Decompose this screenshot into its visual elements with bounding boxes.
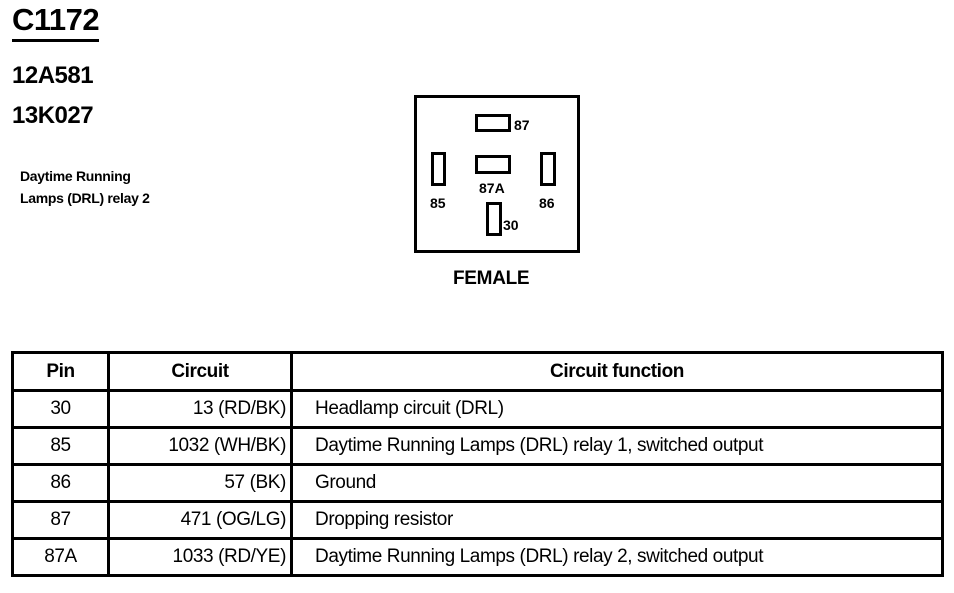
pin-cell: 85 xyxy=(11,426,110,466)
circuit-function-cell: Daytime Running Lamps (DRL) relay 1, swi… xyxy=(290,426,944,466)
part-number: 12A581 xyxy=(12,62,94,89)
pin-cell: 30 xyxy=(11,389,110,429)
terminal-label-30: 30 xyxy=(503,217,519,233)
circuit-cell: 13 (RD/BK) xyxy=(107,389,293,429)
terminal-85-slot xyxy=(431,152,446,186)
column-header-circuit-function: Circuit function xyxy=(290,351,944,392)
column-header-pin: Pin xyxy=(11,351,110,392)
circuit-function-cell: Daytime Running Lamps (DRL) relay 2, swi… xyxy=(290,537,944,577)
terminal-label-86: 86 xyxy=(539,195,555,211)
pin-cell: 86 xyxy=(11,463,110,503)
pin-cell: 87 xyxy=(11,500,110,540)
circuit-cell: 471 (OG/LG) xyxy=(107,500,293,540)
table-row: 85 1032 (WH/BK) Daytime Running Lamps (D… xyxy=(11,426,944,466)
table-row: 87A 1033 (RD/YE) Daytime Running Lamps (… xyxy=(11,537,944,577)
connector-gender-label: FEMALE xyxy=(453,268,530,289)
part-number: 13K027 xyxy=(12,102,94,129)
connector-description: Daytime Running xyxy=(20,168,131,184)
table-row: 30 13 (RD/BK) Headlamp circuit (DRL) xyxy=(11,389,944,429)
connector-description: Lamps (DRL) relay 2 xyxy=(20,190,150,206)
circuit-cell: 1032 (WH/BK) xyxy=(107,426,293,466)
table-row: 86 57 (BK) Ground xyxy=(11,463,944,503)
circuit-cell: 57 (BK) xyxy=(107,463,293,503)
terminal-86-slot xyxy=(540,152,556,186)
circuit-cell: 1033 (RD/YE) xyxy=(107,537,293,577)
terminal-87a-slot xyxy=(475,155,511,174)
table-header-row: Pin Circuit Circuit function xyxy=(11,351,944,392)
terminal-label-85: 85 xyxy=(430,195,446,211)
terminal-30-slot xyxy=(486,202,502,236)
pin-table: Pin Circuit Circuit function 30 13 (RD/B… xyxy=(11,351,944,577)
circuit-function-cell: Ground xyxy=(290,463,944,503)
table-row: 87 471 (OG/LG) Dropping resistor xyxy=(11,500,944,540)
terminal-87-slot xyxy=(475,114,511,132)
column-header-circuit: Circuit xyxy=(107,351,293,392)
terminal-label-87a: 87A xyxy=(479,180,505,196)
terminal-label-87: 87 xyxy=(514,117,530,133)
connector-face-diagram: 87 85 87A 86 30 xyxy=(414,95,580,253)
pin-cell: 87A xyxy=(11,537,110,577)
circuit-function-cell: Headlamp circuit (DRL) xyxy=(290,389,944,429)
connector-id: C1172 xyxy=(12,2,100,42)
circuit-function-cell: Dropping resistor xyxy=(290,500,944,540)
